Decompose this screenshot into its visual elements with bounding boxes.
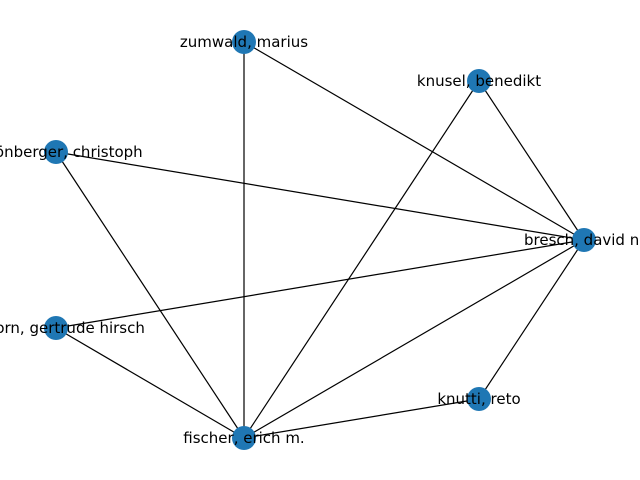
- edge-bresch-knutti: [478, 239, 585, 400]
- node-label-zumwald: zumwald, marius: [180, 33, 308, 51]
- node-label-fischer: fischer, erich m.: [183, 429, 304, 447]
- node-label-knutti: knutti, reto: [437, 390, 520, 408]
- edge-layer: [55, 41, 585, 439]
- node-hirsch: [44, 316, 68, 340]
- label-layer: zumwald, marius knusel, benedikt schönberg…: [0, 33, 640, 447]
- edge-bresch-fischer: [243, 239, 585, 439]
- node-knusel: [467, 69, 491, 93]
- edge-hirsch-fischer: [55, 327, 245, 439]
- node-layer: [44, 30, 596, 450]
- edge-schonberger-bresch: [55, 151, 585, 241]
- edge-hirsch-bresch: [55, 239, 585, 329]
- edge-zumwald-bresch: [243, 41, 585, 241]
- node-fischer: [232, 426, 256, 450]
- node-bresch: [572, 228, 596, 252]
- edge-knusel-bresch: [478, 80, 585, 241]
- edge-schonberger-fischer: [55, 151, 245, 439]
- edge-knutti-fischer: [243, 398, 480, 439]
- node-label-bresch: bresch, david n.: [524, 231, 640, 249]
- node-knutti: [467, 387, 491, 411]
- node-zumwald: [232, 30, 256, 54]
- edge-knusel-fischer: [243, 80, 480, 439]
- node-label-schonberger: schönberger, christoph: [0, 143, 143, 161]
- node-label-hirsch: hadorn, gertrude hirsch: [0, 319, 145, 337]
- node-schonberger: [44, 140, 68, 164]
- node-label-knusel: knusel, benedikt: [417, 72, 541, 90]
